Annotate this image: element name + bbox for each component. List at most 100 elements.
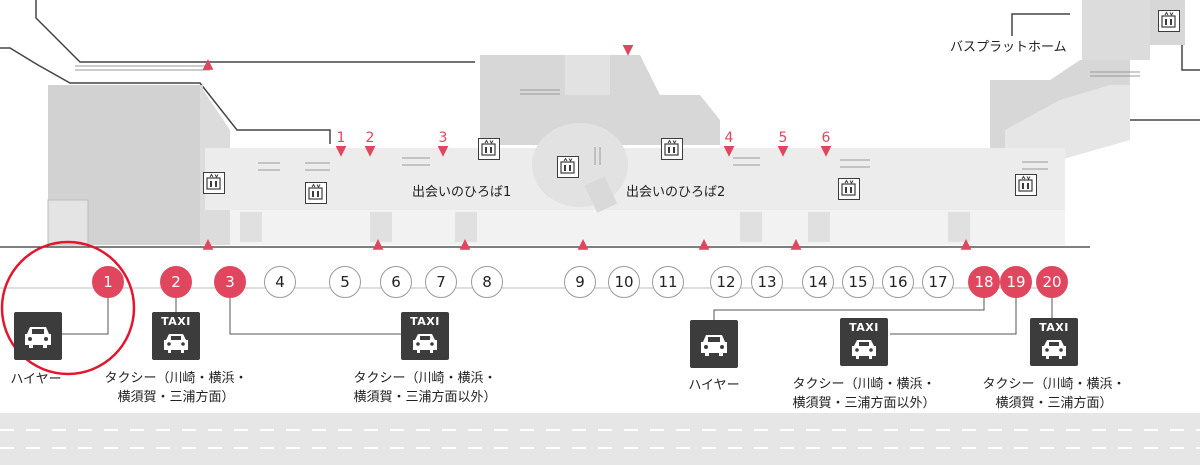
exit-marker: 1 [337,130,346,146]
stop-number: 18 [974,273,994,291]
bus-platform-label: バスプラットホーム [950,40,1067,55]
taxi-icon: TAXI [1030,318,1078,366]
stop-marker: 1 [92,266,124,298]
service-label: 横須賀・三浦方面以外） [353,390,497,405]
stop-marker: 9 [564,266,596,298]
exit-marker: 6 [822,130,831,146]
elevator-icon [1158,10,1180,32]
car-icon [14,312,62,360]
stop-marker: 4 [264,266,296,298]
stop-number: 12 [716,273,736,291]
taxi-icon: TAXI [401,312,449,360]
stop-number: 7 [436,273,446,291]
stop-number: 5 [340,273,350,291]
stop-number: 16 [888,273,908,291]
stop-number: 15 [848,273,868,291]
stop-number: 8 [482,273,492,291]
highlight-circle [0,240,136,376]
taxi-sign: TAXI [161,315,191,328]
concourse-corridor [205,123,1065,245]
stop-marker: 18 [968,266,1000,298]
plaza-2-label: 出会いのひろば2 [626,185,726,200]
stop-marker: 17 [922,266,954,298]
walkway-strips [75,65,1140,171]
service-label: 横須賀・三浦方面） [995,396,1113,411]
stop-number: 1 [103,273,113,291]
exit-marker-arrow: ▼ [437,143,449,159]
exit-marker: 2 [366,130,375,146]
service-label: タクシー（川崎・横浜・ [104,371,248,386]
service-label: ハイヤー [688,378,740,393]
elevator-icon [203,172,225,194]
stop-number: 9 [575,273,585,291]
stop-marker: 14 [802,266,834,298]
triangle-marker: ▼ [622,42,634,58]
stop-marker: 10 [608,266,640,298]
stop-number: 3 [225,273,235,291]
elevator-icon [838,178,860,200]
road [0,413,1200,465]
service-label: ハイヤー [10,372,62,387]
stop-number: 13 [757,273,777,291]
stop-number: 6 [391,273,401,291]
stop-number: 17 [928,273,948,291]
exit-marker-label: 5 [778,130,788,146]
stop-number: 20 [1042,273,1062,291]
taxi-icon: TAXI [840,318,888,366]
stop-marker: 12 [710,266,742,298]
stop-marker: 13 [751,266,783,298]
stop-marker: 20 [1036,266,1068,298]
exit-marker: 5 [779,130,788,146]
stop-marker: 6 [380,266,412,298]
stop-marker: 7 [425,266,457,298]
triangle-marker: ▲ [698,236,710,252]
triangle-marker: ▲ [960,236,972,252]
elevator-icon [478,138,500,160]
exit-marker-label: 6 [821,130,831,146]
elevator-icon [1015,174,1037,196]
taxi-icon: TAXI [152,312,200,360]
exit-marker-arrow: ▼ [723,143,735,159]
stop-marker: 19 [1000,266,1032,298]
stop-number: 19 [1006,273,1026,291]
stop-marker: 11 [652,266,684,298]
stop-marker: 16 [882,266,914,298]
triangle-marker: ▲ [577,236,589,252]
triangle-marker: ▲ [372,236,384,252]
stop-number: 2 [171,273,181,291]
exit-marker: 3 [439,130,448,146]
service-label: タクシー（川崎・横浜・ [792,377,936,392]
exit-marker-arrow: ▼ [820,143,832,159]
exit-marker-label: 2 [365,130,375,146]
service-label: 横須賀・三浦方面以外） [792,396,936,411]
exit-marker-label: 3 [438,130,448,146]
plaza-1-label: 出会いのひろば1 [412,185,512,200]
exit-marker-arrow: ▼ [364,143,376,159]
taxi-sign: TAXI [849,321,879,334]
stop-marker: 8 [471,266,503,298]
stop-marker: 2 [160,266,192,298]
triangle-marker: ▲ [202,236,214,252]
exit-marker-label: 1 [336,130,346,146]
stop-number: 4 [275,273,285,291]
stop-number: 10 [614,273,634,291]
stop-marker: 3 [214,266,246,298]
service-label: 横須賀・三浦方面） [117,390,235,405]
stop-number: 14 [808,273,828,291]
triangle-marker: ▲ [790,236,802,252]
service-label: タクシー（川崎・横浜・ [353,371,497,386]
stop-connectors [62,288,1053,335]
taxi-sign: TAXI [1039,321,1069,334]
triangle-marker: ▲ [459,236,471,252]
car-icon [690,320,738,368]
exit-marker-arrow: ▼ [335,143,347,159]
exit-marker-label: 4 [724,130,734,146]
elevator-icon [557,156,579,178]
elevator-icon [661,138,683,160]
exit-marker-arrow: ▼ [777,143,789,159]
taxi-sign: TAXI [410,315,440,328]
exit-marker: 4 [725,130,734,146]
stop-number: 11 [658,273,678,291]
